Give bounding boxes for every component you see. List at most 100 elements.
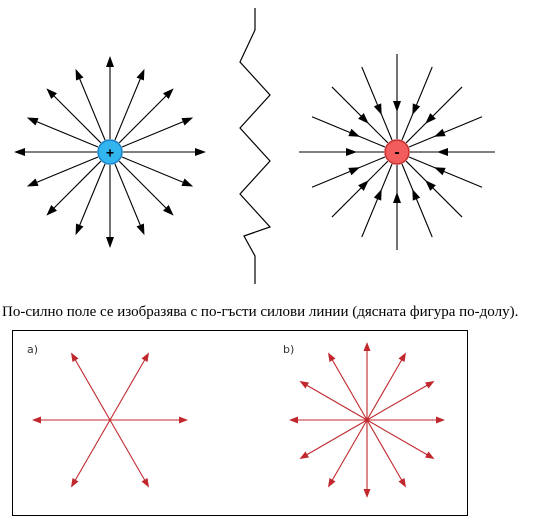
positive-field-line [34,120,99,148]
positive-charge-sign: + [106,146,114,161]
positive-field-line [78,76,106,141]
positive-field-line [78,163,106,228]
positive-field-line [118,93,169,144]
negative-charge [384,139,410,165]
outward-arrowhead [181,117,194,126]
inward-arrowhead [393,192,401,203]
negative-field-line [331,86,389,144]
field-arrowhead [398,478,406,488]
outward-arrowhead [46,88,57,99]
negative-field-line [361,66,393,141]
negative-field-line [401,163,433,238]
panel-a-field-lines [32,352,188,488]
field-arrowhead [299,451,309,459]
negative-field-line [408,156,483,188]
inward-arrowhead [346,148,357,156]
outward-arrowhead [195,148,206,156]
negative-field-line [361,163,393,238]
field-arrowhead [363,342,371,351]
field-arrowhead [32,416,41,424]
field-arrowhead [141,478,149,488]
negative-field-line [311,156,386,188]
outward-arrowhead [163,88,174,99]
negative-field-line [408,116,483,148]
negative-field-line [331,160,389,218]
inward-arrowhead [358,180,369,191]
inward-arrowhead [348,128,361,137]
inward-arrowhead [412,188,421,201]
outward-arrowhead [163,205,174,216]
inward-arrowhead [393,101,401,112]
field-arrowhead [328,478,336,488]
negative-charge-field-lines [299,54,495,250]
field-line [330,357,368,421]
field-arrowhead [436,416,445,424]
outward-arrowhead [75,68,84,81]
panel-b-field-lines [289,342,445,498]
positive-field-line [121,156,186,184]
field-arrowhead [398,352,406,362]
outward-arrowhead [106,237,114,248]
inward-arrowhead [412,103,421,116]
outward-arrowhead [46,205,57,216]
field-line [366,419,430,457]
field-line [366,419,404,483]
positive-field-line [51,160,102,211]
outward-arrowhead [14,148,25,156]
charge-field-lines-diagram: + - [14,8,495,284]
field-line [304,419,368,457]
zigzag-divider [239,8,272,284]
field-arrowhead [363,489,371,498]
positive-field-line [51,93,102,144]
inward-arrowhead [358,113,369,124]
field-arrowhead [71,352,79,362]
negative-field-line [311,116,386,148]
field-line [366,383,430,421]
inward-arrowhead [433,128,446,137]
negative-charge-sign: - [393,146,401,161]
field-line [304,383,368,421]
inward-arrowhead [433,167,446,176]
panel-b-label: b) [283,343,294,356]
inward-arrowhead [425,113,436,124]
field-line [109,419,147,483]
field-arrowhead [141,352,149,362]
field-arrowhead [328,352,336,362]
caption-text: По-силно поле се изобразява с по-гъсти с… [2,304,519,320]
positive-charge-field-lines [14,56,206,248]
field-arrowhead [425,381,435,389]
field-line [109,357,147,421]
field-arrowhead [179,416,188,424]
outward-arrowhead [26,178,39,187]
outward-arrowhead [106,56,114,67]
positive-field-line [121,120,186,148]
outward-arrowhead [75,223,84,236]
outward-arrowhead [181,178,194,187]
field-line [73,357,111,421]
inward-arrowhead [348,167,361,176]
field-line [73,419,111,483]
outward-arrowhead [136,223,145,236]
positive-field-line [34,156,99,184]
negative-field-line [405,86,463,144]
negative-field-line [405,160,463,218]
inward-arrowhead [425,180,436,191]
field-line [366,357,404,421]
positive-field-line [114,76,142,141]
panel-a-label: a) [27,343,38,356]
positive-field-line [114,163,142,228]
field-density-comparison-frame: a) b) [12,330,468,516]
inward-arrowhead [437,148,448,156]
inward-arrowhead [373,103,382,116]
field-arrowhead [71,478,79,488]
outward-arrowhead [26,117,39,126]
field-line [330,419,368,483]
negative-field-line [401,66,433,141]
field-arrowhead [289,416,298,424]
field-density-comparison: a) b) [27,342,445,498]
field-arrowhead [425,451,435,459]
outward-arrowhead [136,68,145,81]
inward-arrowhead [373,188,382,201]
positive-field-line [118,160,169,211]
field-arrowhead [299,381,309,389]
